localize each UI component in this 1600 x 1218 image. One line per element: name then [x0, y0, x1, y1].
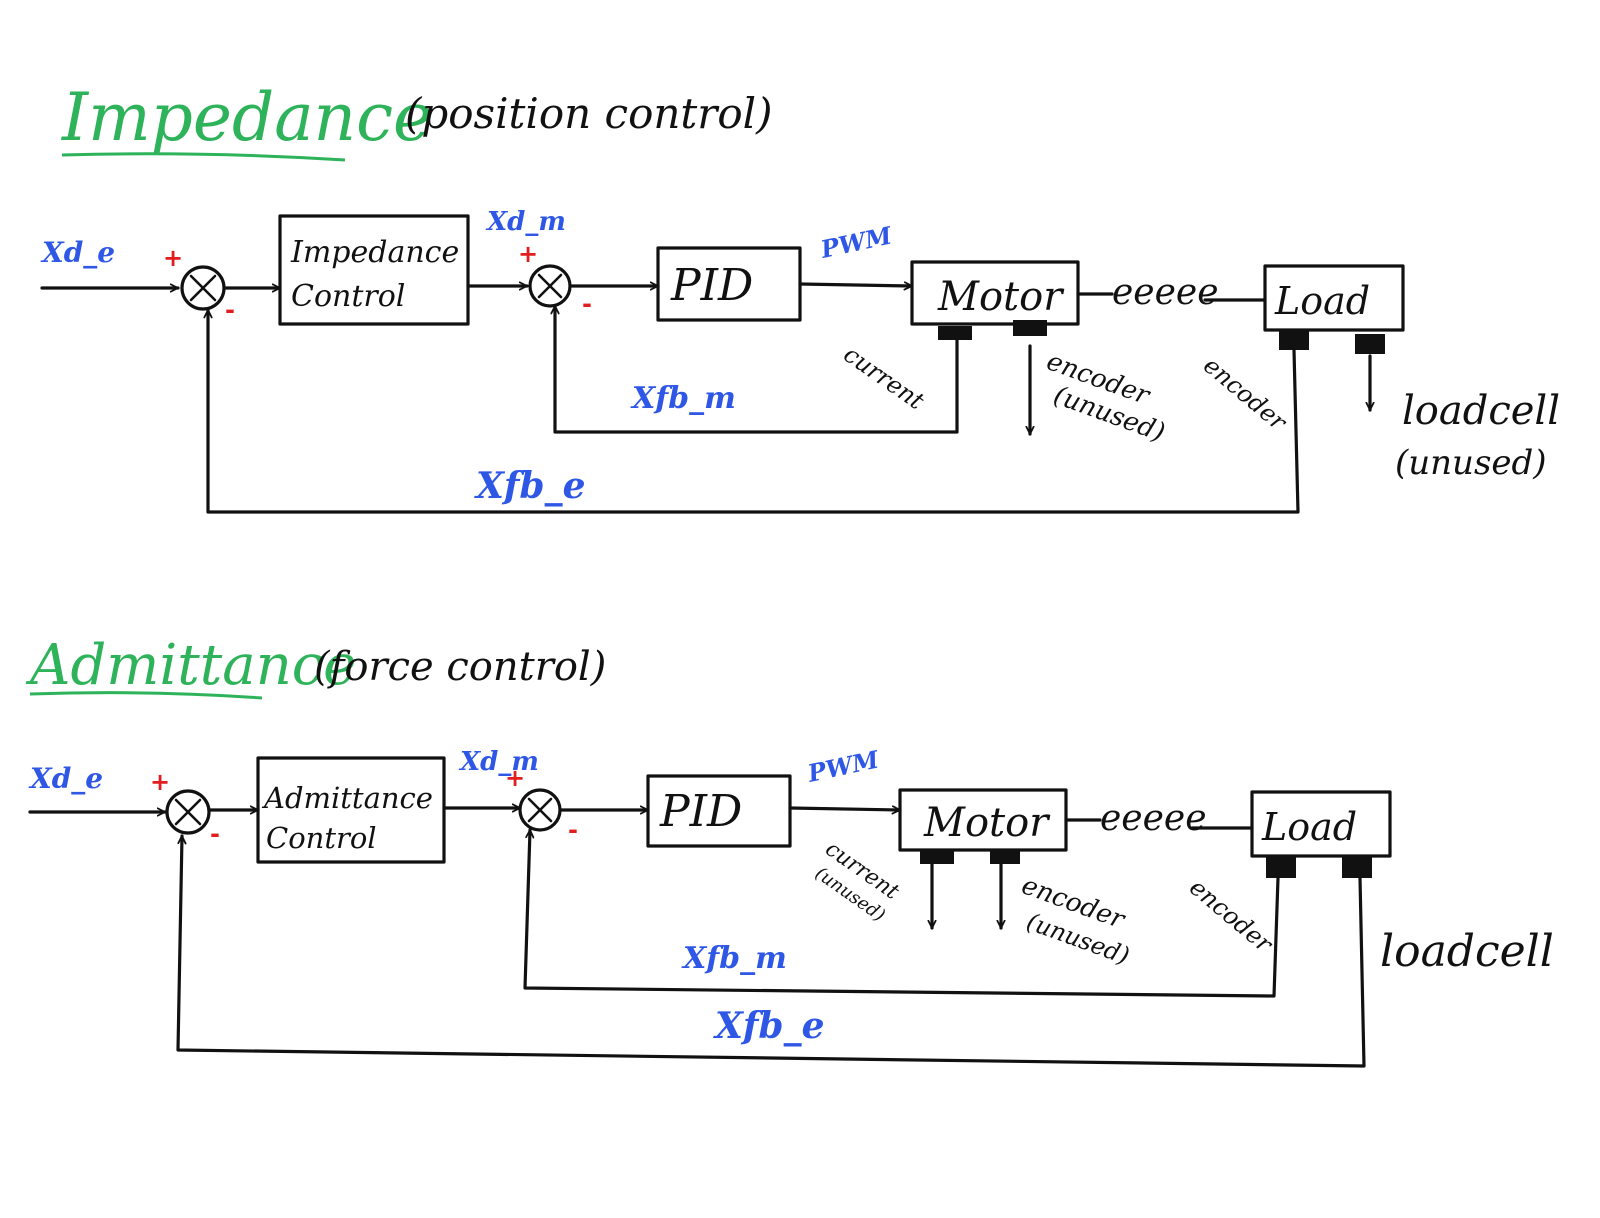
admittance-pwm-label: PWM — [804, 744, 882, 788]
admittance-spring: eeeee — [1100, 798, 1207, 839]
impedance-loadcell-label: loadcell — [1402, 388, 1560, 434]
impedance-input-label: Xd_e — [40, 236, 115, 269]
admittance-pid-block — [646, 774, 792, 848]
impedance-motor-label: Motor — [937, 274, 1065, 320]
admittance-inner-feedback-label: Xfb_m — [681, 941, 787, 976]
impedance-motor-current-port — [938, 326, 972, 340]
impedance-load-label: Load — [1274, 279, 1370, 323]
impedance-title: Impedance — [61, 79, 432, 156]
impedance-loadcell-port — [1355, 334, 1385, 354]
admittance-arrow-to-motor — [788, 808, 902, 810]
impedance-subtitle: (position control) — [405, 89, 772, 138]
impedance-setpoint-label: Xd_m — [485, 207, 566, 237]
impedance-minus-sign-1: - — [225, 296, 235, 324]
impedance-motor-encoder-port — [1013, 320, 1047, 336]
admittance-plus-sign-2: + — [505, 764, 525, 792]
impedance-loadcell-note: (unused) — [1395, 443, 1547, 483]
admittance-load-block — [1250, 790, 1392, 858]
impedance-load-encoder-label: encoder — [1198, 351, 1293, 437]
impedance-summing-junction-2 — [528, 264, 572, 308]
admittance-loadcell-label: loadcell — [1380, 926, 1554, 977]
impedance-load-encoder-port — [1279, 330, 1309, 350]
admittance-title: Admittance — [25, 633, 356, 698]
impedance-summing-junction-1 — [180, 265, 226, 311]
admittance-load-encoder-label: encoder — [1184, 873, 1279, 959]
admittance-summing-junction-2 — [518, 788, 562, 832]
admittance-motor-label: Motor — [923, 800, 1051, 846]
impedance-diagram: Impedance (position control) Xd_e + - Im… — [40, 79, 1560, 514]
admittance-minus-sign-2: - — [568, 816, 578, 844]
impedance-current-label: current — [839, 340, 930, 415]
impedance-control-block — [278, 214, 470, 326]
admittance-plus-sign-1: + — [150, 768, 170, 796]
admittance-motor-current-port — [920, 850, 954, 864]
impedance-load-block — [1263, 264, 1405, 332]
admittance-subtitle: (force control) — [314, 644, 606, 690]
impedance-arrow-to-motor — [798, 284, 914, 286]
admittance-pid-label: PID — [659, 786, 742, 837]
impedance-inner-feedback-label: Xfb_m — [630, 381, 736, 416]
admittance-control-label-1: Admittance — [261, 781, 433, 815]
admittance-outer-feedback-label: Xfb_e — [713, 1005, 825, 1047]
impedance-plus-sign-2: + — [518, 240, 538, 268]
impedance-title-underline — [61, 152, 346, 162]
admittance-load-encoder-port — [1266, 856, 1296, 878]
impedance-pwm-label: PWM — [817, 220, 895, 264]
impedance-control-label-1: Impedance — [290, 235, 459, 270]
admittance-loadcell-port — [1342, 856, 1372, 878]
impedance-outer-feedback-label: Xfb_e — [474, 465, 586, 507]
impedance-outer-feedback-line — [208, 308, 1300, 514]
impedance-pid-label: PID — [670, 260, 753, 311]
admittance-minus-sign-1: - — [210, 820, 220, 848]
admittance-title-underline — [29, 691, 263, 700]
impedance-control-label-2: Control — [291, 279, 405, 314]
admittance-motor-encoder-port — [990, 850, 1020, 864]
impedance-plus-sign-1: + — [163, 244, 183, 272]
impedance-inner-feedback-line — [555, 304, 959, 434]
impedance-spring: eeeee — [1112, 272, 1219, 313]
admittance-control-label-2: Control — [266, 821, 377, 855]
impedance-minus-sign-2: - — [582, 290, 592, 318]
admittance-setpoint-label: Xd_m — [458, 747, 539, 777]
admittance-input-label: Xd_e — [28, 762, 103, 795]
admittance-summing-junction-1 — [165, 789, 211, 835]
admittance-inner-feedback-line — [523, 828, 1280, 998]
admittance-diagram: Admittance (force control) Xd_e + - Admi… — [25, 633, 1554, 1068]
admittance-outer-feedback-line — [176, 834, 1366, 1068]
admittance-control-block — [256, 756, 446, 864]
admittance-load-label: Load — [1261, 805, 1357, 849]
